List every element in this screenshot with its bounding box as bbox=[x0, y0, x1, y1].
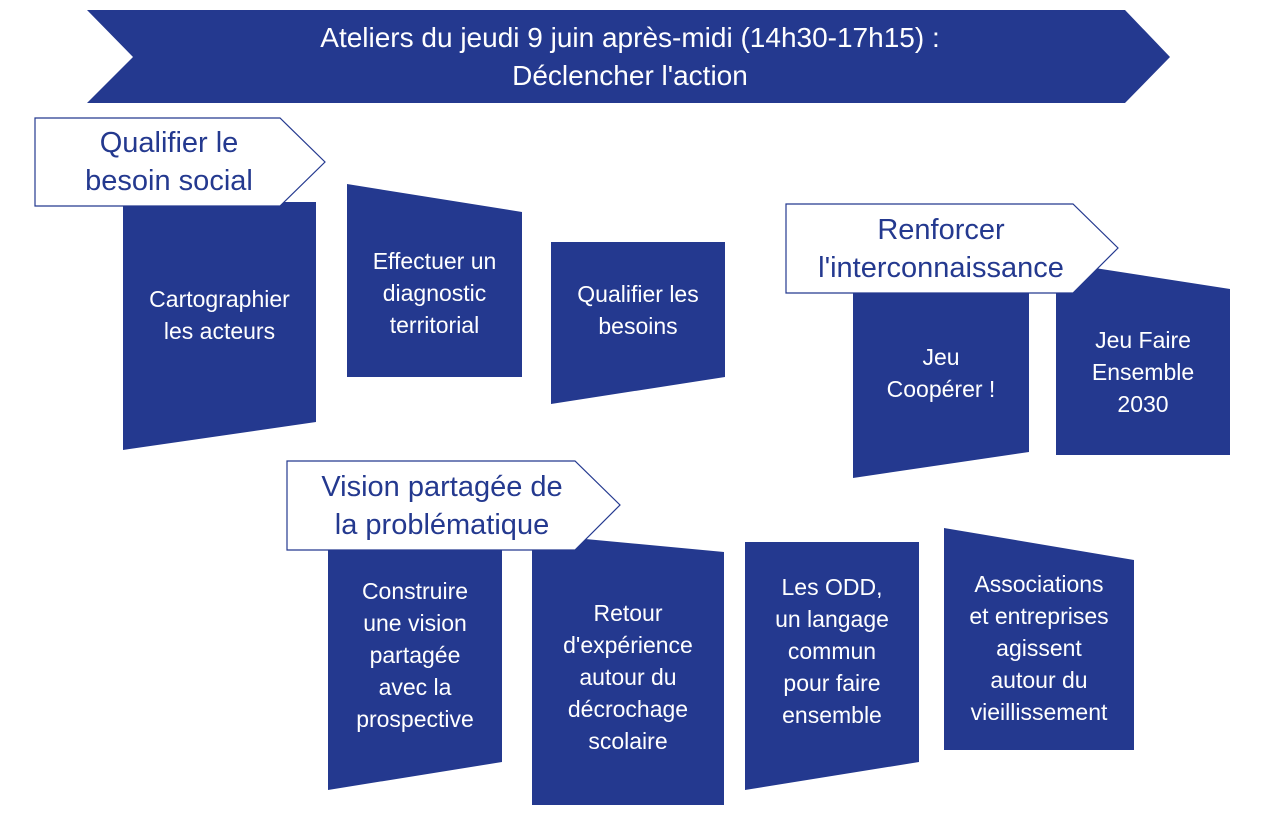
group-label-interconnaissance: Renforcer l'interconnaissance bbox=[818, 213, 1064, 284]
workshop-shape bbox=[853, 290, 1029, 478]
workshop-odd: Les ODD, un langage commun pour faire en… bbox=[775, 574, 889, 728]
workshop-prospective: Construire une vision partagée avec la p… bbox=[356, 578, 474, 732]
workshop-shape bbox=[944, 528, 1134, 750]
workshop-shape bbox=[347, 184, 522, 377]
workshop-shape bbox=[551, 242, 725, 404]
group-label-vision: Vision partagée de la problématique bbox=[321, 470, 563, 541]
workshop-decrochage: Retour d'expérience autour du décrochage… bbox=[563, 600, 693, 754]
workshop-cartographier: Cartographier les acteurs bbox=[149, 286, 290, 344]
workshop-vieillissement: Associations et entreprises agissent aut… bbox=[969, 570, 1109, 725]
workshop-shape bbox=[1056, 262, 1230, 455]
group-label-shape bbox=[785, 203, 1119, 294]
workshop-shape bbox=[745, 542, 919, 790]
group-label-shape bbox=[34, 117, 326, 207]
workshop-qualifier-besoins: Qualifier les besoins bbox=[577, 280, 699, 339]
workshop-shape bbox=[328, 550, 502, 790]
workshop-jeu-cooperer: Jeu Coopérer ! bbox=[886, 343, 996, 402]
workshop-shape bbox=[532, 534, 724, 805]
group-label-shape bbox=[286, 460, 621, 551]
banner-arrow bbox=[87, 10, 1170, 103]
workshop-jeu-faire-ensemble: Jeu Faire Ensemble 2030 bbox=[1091, 327, 1195, 417]
workshop-diagnostic: Effectuer un diagnostic territorial bbox=[372, 247, 497, 338]
workshop-shape bbox=[123, 202, 316, 450]
group-label-qualifier: Qualifier le besoin social bbox=[85, 127, 253, 197]
banner-title: Ateliers du jeudi 9 juin après-midi (14h… bbox=[320, 22, 940, 91]
